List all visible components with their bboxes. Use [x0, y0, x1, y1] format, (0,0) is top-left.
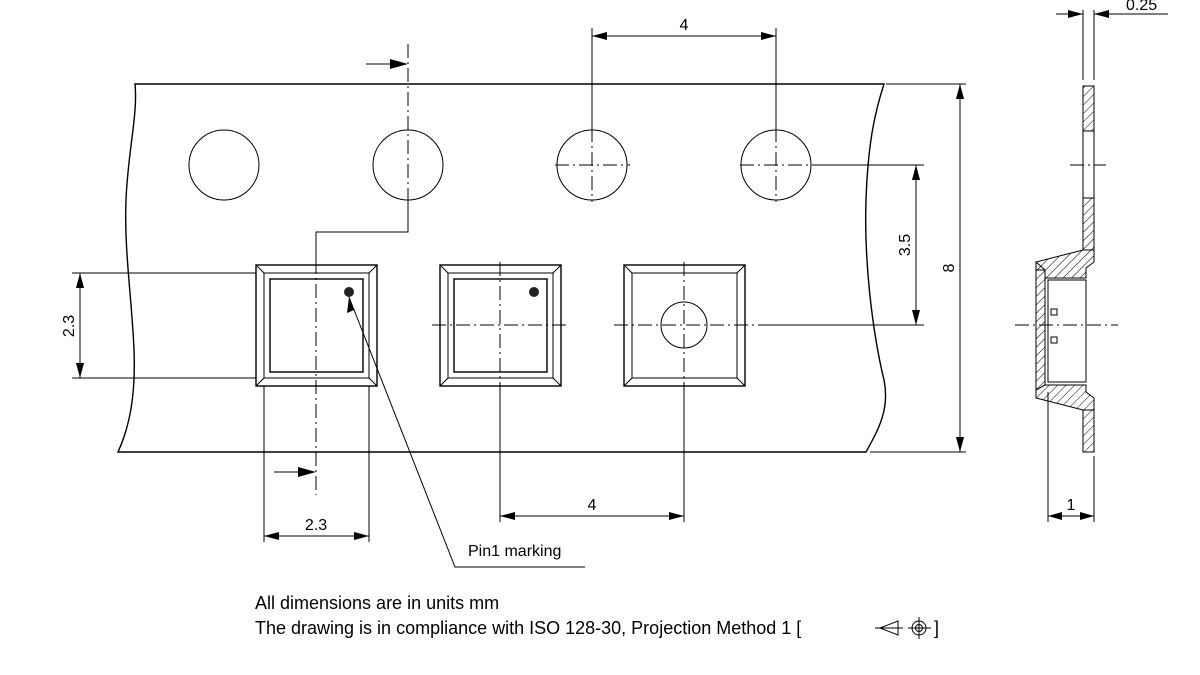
pocket-centerlines: [315, 236, 760, 495]
dim-pitch-bottom-label: 4: [588, 497, 597, 514]
first-angle-projection-icon: [875, 617, 931, 639]
dim-pitch-top-label: 4: [680, 17, 689, 34]
dim-thickness-label: 0.25: [1126, 0, 1157, 14]
dim-pitch-bottom: 4: [499, 395, 685, 522]
dim-hole-to-pocket: 3.5: [760, 164, 924, 326]
note-iso: The drawing is in compliance with ISO 12…: [255, 618, 801, 638]
dim-tape-width: 8: [870, 83, 966, 453]
pin1-callout: Pin1 marking: [347, 296, 585, 568]
sprocket-holes: [188, 129, 812, 201]
carrier-tape-outline: [116, 83, 887, 453]
pin1-dot: [344, 287, 354, 297]
hole-centerlines: [407, 44, 812, 232]
dim-pocket-width: 2.3: [263, 386, 370, 542]
feed-direction-bottom: [274, 467, 316, 477]
pocket-1: [255, 264, 378, 387]
pin1-dot: [529, 287, 539, 297]
hole-pocket-leader: [315, 200, 409, 262]
dim-pitch-top: 4: [591, 17, 777, 128]
note-iso-prefix: The drawing is in compliance with ISO 12…: [255, 618, 801, 638]
dim-hole-to-pocket-label: 3.5: [897, 234, 914, 256]
dim-depth-label: 1: [1067, 497, 1076, 514]
side-view: [1015, 85, 1118, 453]
pin1-label: Pin1 marking: [468, 543, 561, 560]
dim-tape-width-label: 8: [941, 263, 958, 272]
note-iso-suffix: ]: [934, 618, 939, 638]
feed-direction-top: [366, 59, 408, 69]
sprocket-hole: [188, 129, 260, 201]
dim-depth: 1: [1047, 392, 1095, 522]
dim-pocket-height-label: 2.3: [61, 315, 78, 337]
dim-thickness: 0.25: [1056, 0, 1168, 80]
dim-pocket-height: 2.3: [61, 272, 256, 379]
dim-pocket-width-label: 2.3: [305, 517, 327, 534]
note-units: All dimensions are in units mm: [255, 593, 499, 613]
